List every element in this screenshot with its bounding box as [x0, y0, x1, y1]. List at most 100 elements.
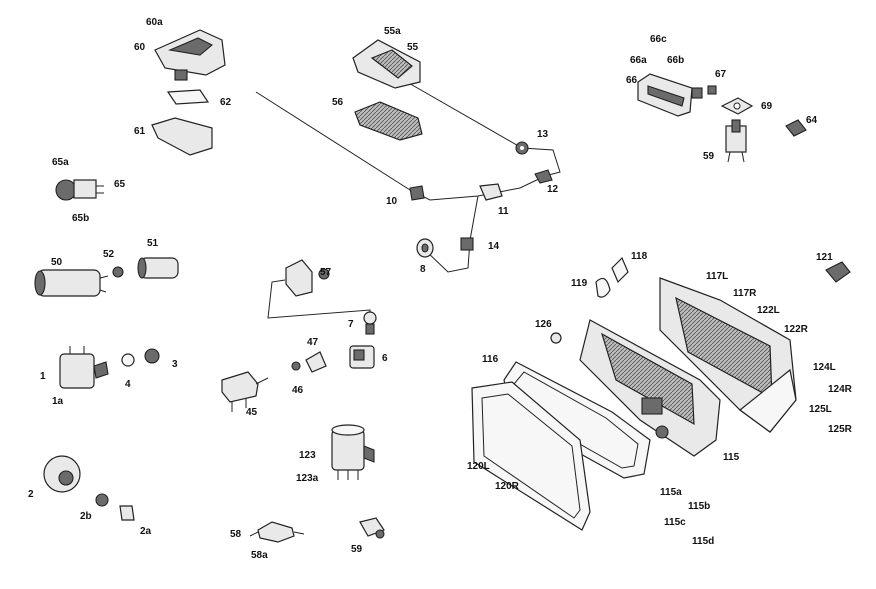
label-64: 64 — [806, 115, 818, 126]
label-45: 45 — [246, 407, 258, 418]
label-65: 65 — [114, 179, 126, 190]
label-56: 56 — [332, 97, 344, 108]
label-59-top: 59 — [703, 151, 715, 162]
relay-123 — [331, 424, 375, 480]
label-57: 57 — [320, 267, 332, 278]
label-67: 67 — [715, 69, 727, 80]
tray-61 — [151, 117, 213, 156]
label-12: 12 — [547, 184, 559, 195]
frame-120-inner — [481, 393, 581, 519]
switch-6-button — [353, 349, 365, 361]
connector-10 — [409, 185, 425, 201]
ignition-switch-2 — [43, 455, 81, 493]
label-61: 61 — [134, 126, 146, 137]
lens-118 — [611, 256, 629, 284]
label-66c: 66c — [650, 34, 667, 45]
label-115b: 115b — [688, 501, 711, 512]
label-51: 51 — [147, 238, 159, 249]
label-2: 2 — [28, 489, 34, 500]
label-11: 11 — [498, 206, 509, 217]
label-115a: 115a — [660, 487, 682, 498]
label-58a: 58a — [251, 550, 268, 561]
lens-62 — [166, 89, 210, 105]
label-115d: 115d — [692, 536, 715, 547]
clip-12 — [534, 169, 553, 184]
lens-119 — [595, 277, 611, 298]
label-116: 116 — [482, 354, 499, 365]
label-4: 4 — [125, 379, 131, 390]
label-46: 46 — [292, 385, 304, 396]
label-52: 52 — [103, 249, 115, 260]
label-66: 66 — [626, 75, 638, 86]
rear-housing-117 — [659, 277, 797, 433]
label-2b: 2b — [80, 511, 92, 522]
clip-64 — [785, 119, 807, 137]
label-124L: 124L — [813, 362, 836, 373]
screw-126 — [550, 332, 562, 344]
part-67 — [707, 85, 717, 95]
label-2a: 2a — [140, 526, 152, 537]
label-115: 115 — [723, 452, 740, 463]
label-58: 58 — [230, 529, 242, 540]
label-117L: 117L — [706, 271, 729, 282]
label-14: 14 — [488, 241, 500, 252]
label-10: 10 — [386, 196, 398, 207]
dome-light-55 — [352, 39, 421, 89]
flasher-45 — [221, 371, 269, 412]
label-3: 3 — [172, 359, 178, 370]
label-66a: 66a — [630, 55, 647, 66]
label-60a: 60a — [146, 17, 163, 28]
label-126: 126 — [535, 319, 552, 330]
label-8: 8 — [420, 264, 426, 275]
label-69: 69 — [761, 101, 773, 112]
lens-assembly-115 — [579, 319, 721, 457]
grommet-8-core — [421, 243, 429, 253]
label-13: 13 — [537, 129, 549, 140]
label-119: 119 — [571, 278, 588, 289]
relay-1 — [59, 346, 109, 389]
label-55a: 55a — [384, 26, 401, 37]
wire-branch — [424, 195, 479, 273]
label-121: 121 — [816, 252, 833, 263]
washer-46 — [291, 361, 301, 371]
label-123a: 123a — [296, 473, 319, 484]
label-124R: 124R — [828, 384, 852, 395]
connector-14 — [460, 237, 474, 251]
socket-57 — [285, 259, 330, 297]
washer-4 — [121, 353, 135, 367]
label-66b: 66b — [667, 55, 685, 66]
label-59-bottom: 59 — [351, 544, 363, 555]
wire-harness — [255, 77, 561, 201]
label-120L: 120L — [467, 461, 490, 472]
ring-69-hole — [733, 102, 741, 110]
cap-2a — [119, 505, 135, 521]
nut-3 — [144, 348, 160, 364]
label-55: 55 — [407, 42, 419, 53]
lens-56 — [354, 101, 423, 141]
lighter-50 — [34, 269, 109, 297]
label-125R: 125R — [828, 424, 852, 435]
label-62: 62 — [220, 97, 232, 108]
label-115c: 115c — [664, 517, 686, 528]
washer-52 — [112, 266, 124, 278]
label-1: 1 — [40, 371, 46, 382]
label-118: 118 — [631, 251, 648, 262]
label-60: 60 — [134, 42, 146, 53]
lamp-housing-60 — [154, 29, 226, 81]
label-120R: 120R — [495, 481, 519, 492]
clip-11 — [479, 183, 503, 201]
label-125L: 125L — [809, 404, 832, 415]
label-122R: 122R — [784, 324, 808, 335]
label-47: 47 — [307, 337, 319, 348]
label-6: 6 — [382, 353, 388, 364]
switch-65 — [55, 179, 104, 201]
part-47 — [305, 351, 327, 373]
socket-59-top — [725, 119, 747, 163]
frame-120 — [471, 381, 591, 531]
clip-121 — [825, 261, 851, 283]
wire-57-to-7 — [267, 279, 371, 319]
label-117R: 117R — [733, 288, 757, 299]
label-7: 7 — [348, 319, 354, 330]
nut-2b — [95, 493, 109, 507]
